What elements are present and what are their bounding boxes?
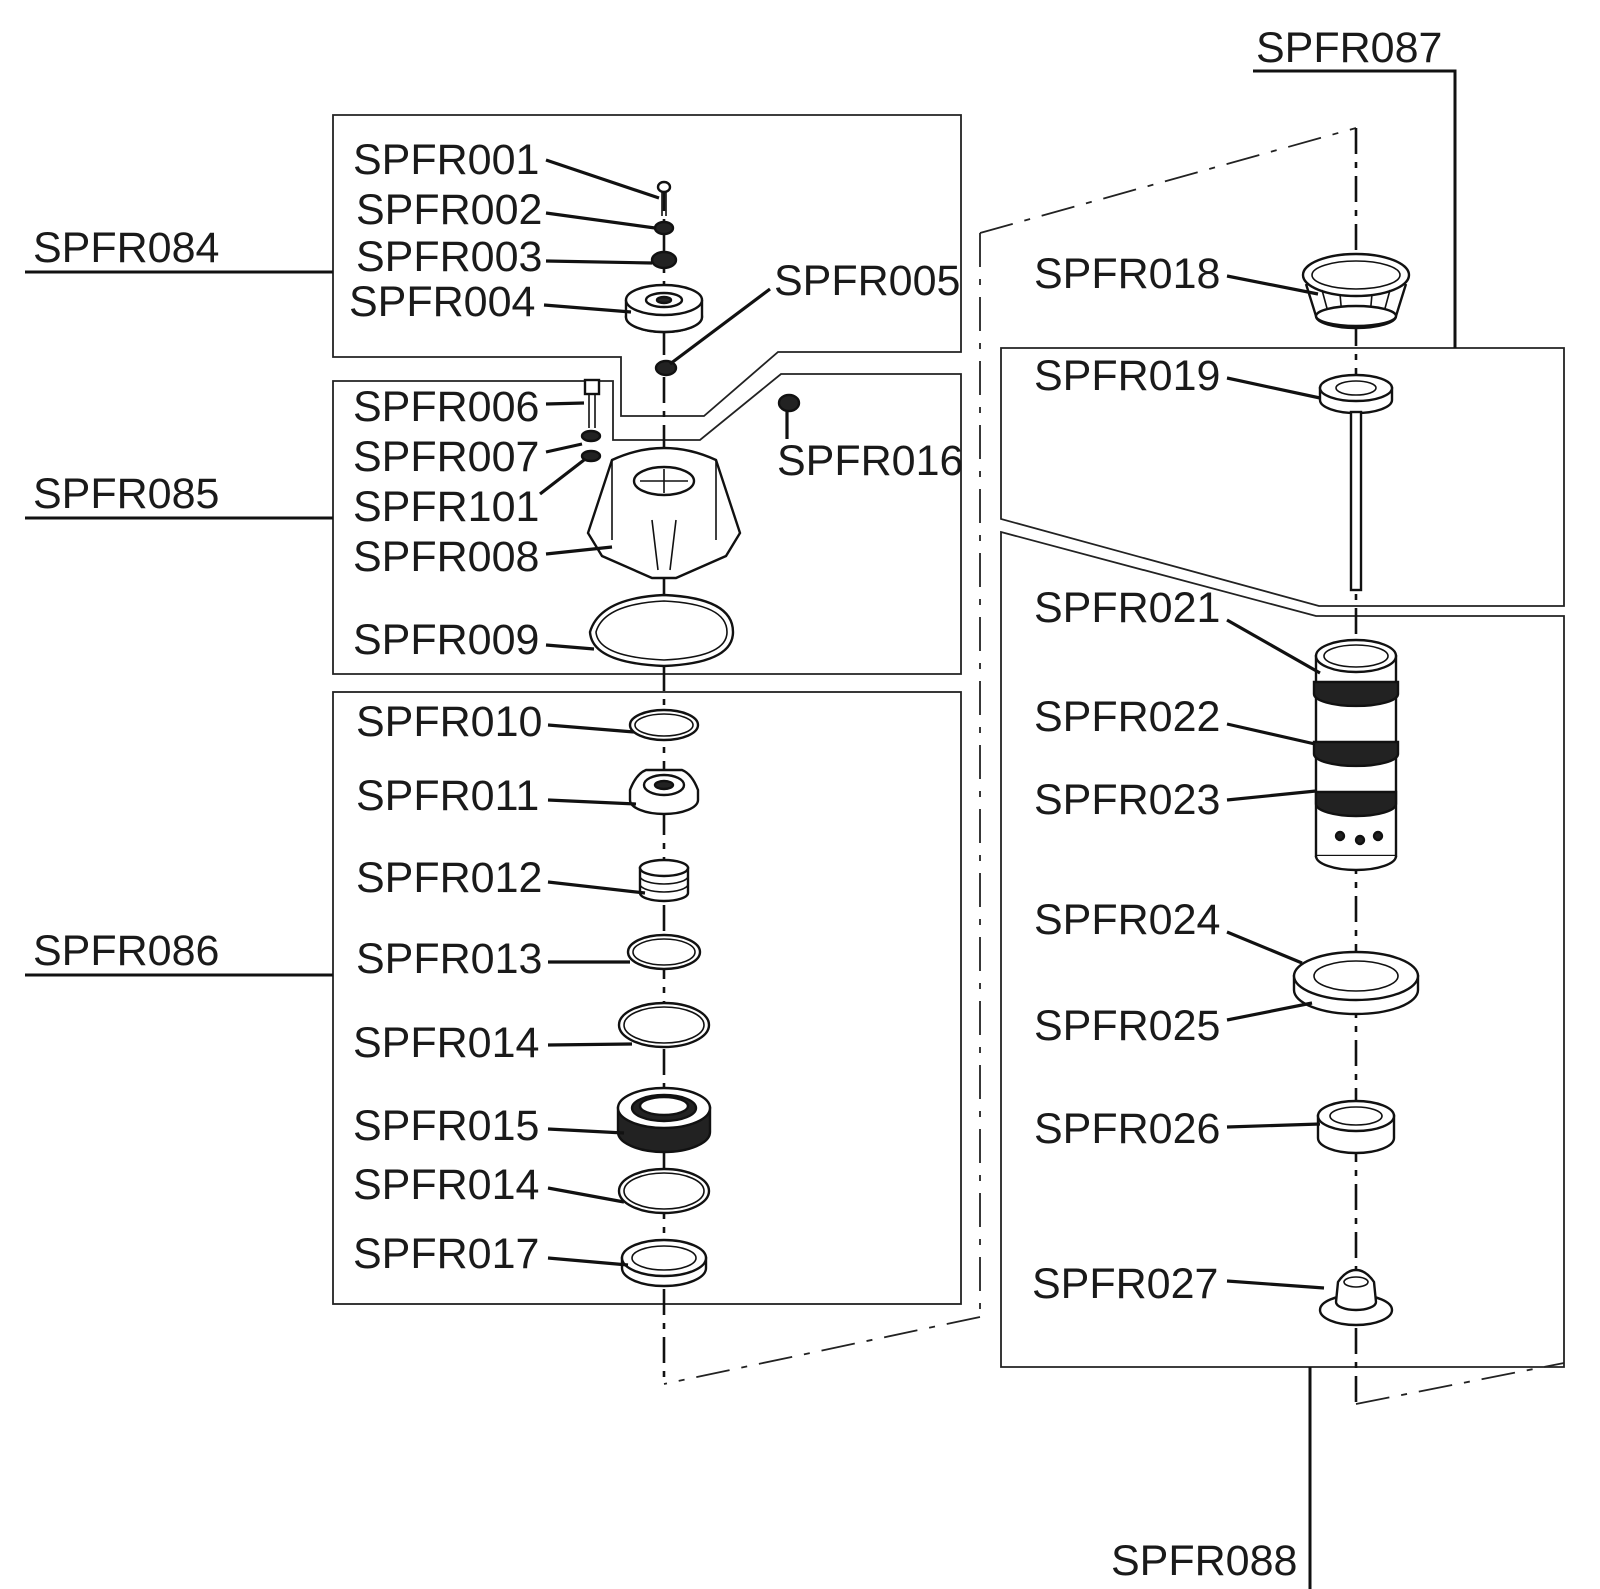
label-spfr009: SPFR009 xyxy=(353,616,539,664)
label-spfr016: SPFR016 xyxy=(777,437,963,485)
part-spfr019-piston xyxy=(1318,373,1394,592)
part-spfr001-screw xyxy=(656,180,672,216)
part-spfr021-022-023-cylinder xyxy=(1312,638,1400,872)
label-spfr002: SPFR002 xyxy=(356,186,542,234)
label-spfr101: SPFR101 xyxy=(353,483,539,531)
part-spfr026-bushing xyxy=(1316,1099,1396,1155)
group-label-spfr087: SPFR087 xyxy=(1256,24,1442,72)
part-labels: SPFR001 SPFR002 SPFR003 SPFR004 SPFR005 … xyxy=(349,136,1220,1308)
label-spfr023: SPFR023 xyxy=(1034,776,1220,824)
part-spfr018-filter-cap xyxy=(1301,252,1411,330)
label-spfr008: SPFR008 xyxy=(353,533,539,581)
label-spfr003: SPFR003 xyxy=(356,233,542,281)
label-spfr025: SPFR025 xyxy=(1034,1002,1220,1050)
label-spfr004: SPFR004 xyxy=(349,278,535,326)
leader-lines xyxy=(539,158,1325,1290)
part-spfr024-025-seal xyxy=(1292,950,1420,1016)
part-spfr016-plug xyxy=(777,393,801,413)
bracket-spfr087 xyxy=(1253,69,1457,348)
label-spfr012: SPFR012 xyxy=(356,854,542,902)
part-spfr013-oring xyxy=(626,933,702,971)
part-spfr101-washer xyxy=(580,449,602,463)
part-spfr009-gasket xyxy=(588,593,735,668)
group-label-spfr086: SPFR086 xyxy=(33,927,219,975)
part-spfr010-oring xyxy=(628,708,700,742)
label-spfr026: SPFR026 xyxy=(1034,1105,1220,1153)
label-spfr006: SPFR006 xyxy=(353,383,539,431)
part-spfr014b-oring xyxy=(617,1167,711,1215)
label-spfr018: SPFR018 xyxy=(1034,250,1220,298)
part-spfr014a-oring xyxy=(617,1001,711,1049)
label-spfr021: SPFR021 xyxy=(1034,584,1220,632)
label-spfr022: SPFR022 xyxy=(1034,693,1220,741)
bracket-spfr088 xyxy=(1308,1367,1312,1589)
group-label-spfr085: SPFR085 xyxy=(33,470,219,518)
group-label-spfr084: SPFR084 xyxy=(33,224,219,272)
label-spfr011: SPFR011 xyxy=(356,772,539,820)
label-spfr010: SPFR010 xyxy=(356,698,542,746)
projection-lines xyxy=(663,127,1565,1405)
group-labels: SPFR084 SPFR085 SPFR086 SPFR087 SPFR088 xyxy=(33,24,1442,1585)
group-box-spfr085 xyxy=(332,373,962,675)
label-spfr005: SPFR005 xyxy=(774,257,960,305)
label-spfr019: SPFR019 xyxy=(1034,352,1220,400)
part-spfr002-washer xyxy=(653,220,675,236)
group-box-spfr019 xyxy=(1000,347,1565,607)
group-box-spfr084 xyxy=(332,114,962,417)
part-spfr004-knob xyxy=(624,283,704,334)
part-spfr003-washer xyxy=(650,250,678,270)
label-spfr017: SPFR017 xyxy=(353,1230,539,1278)
group-box-spfr088 xyxy=(1000,530,1565,1368)
label-spfr001: SPFR001 xyxy=(353,136,539,184)
label-spfr007: SPFR007 xyxy=(353,433,539,481)
part-spfr007-washer xyxy=(580,429,602,443)
part-spfr006-screw xyxy=(583,378,601,428)
label-spfr024: SPFR024 xyxy=(1034,896,1220,944)
label-spfr014-lower: SPFR014 xyxy=(353,1161,539,1209)
group-box-spfr086 xyxy=(332,691,962,1305)
label-spfr014-upper: SPFR014 xyxy=(353,1019,539,1067)
part-spfr027-valve-seat xyxy=(1318,1268,1394,1327)
part-spfr015-packing xyxy=(616,1086,712,1154)
part-spfr008-housing xyxy=(586,446,742,580)
part-spfr011-nut xyxy=(628,768,700,816)
group-label-spfr088: SPFR088 xyxy=(1111,1537,1297,1585)
label-spfr027: SPFR027 xyxy=(1032,1260,1218,1308)
part-spfr017-ring xyxy=(620,1238,708,1288)
label-spfr013: SPFR013 xyxy=(356,935,542,983)
label-spfr015: SPFR015 xyxy=(353,1102,539,1150)
part-spfr012-spring xyxy=(638,858,690,903)
